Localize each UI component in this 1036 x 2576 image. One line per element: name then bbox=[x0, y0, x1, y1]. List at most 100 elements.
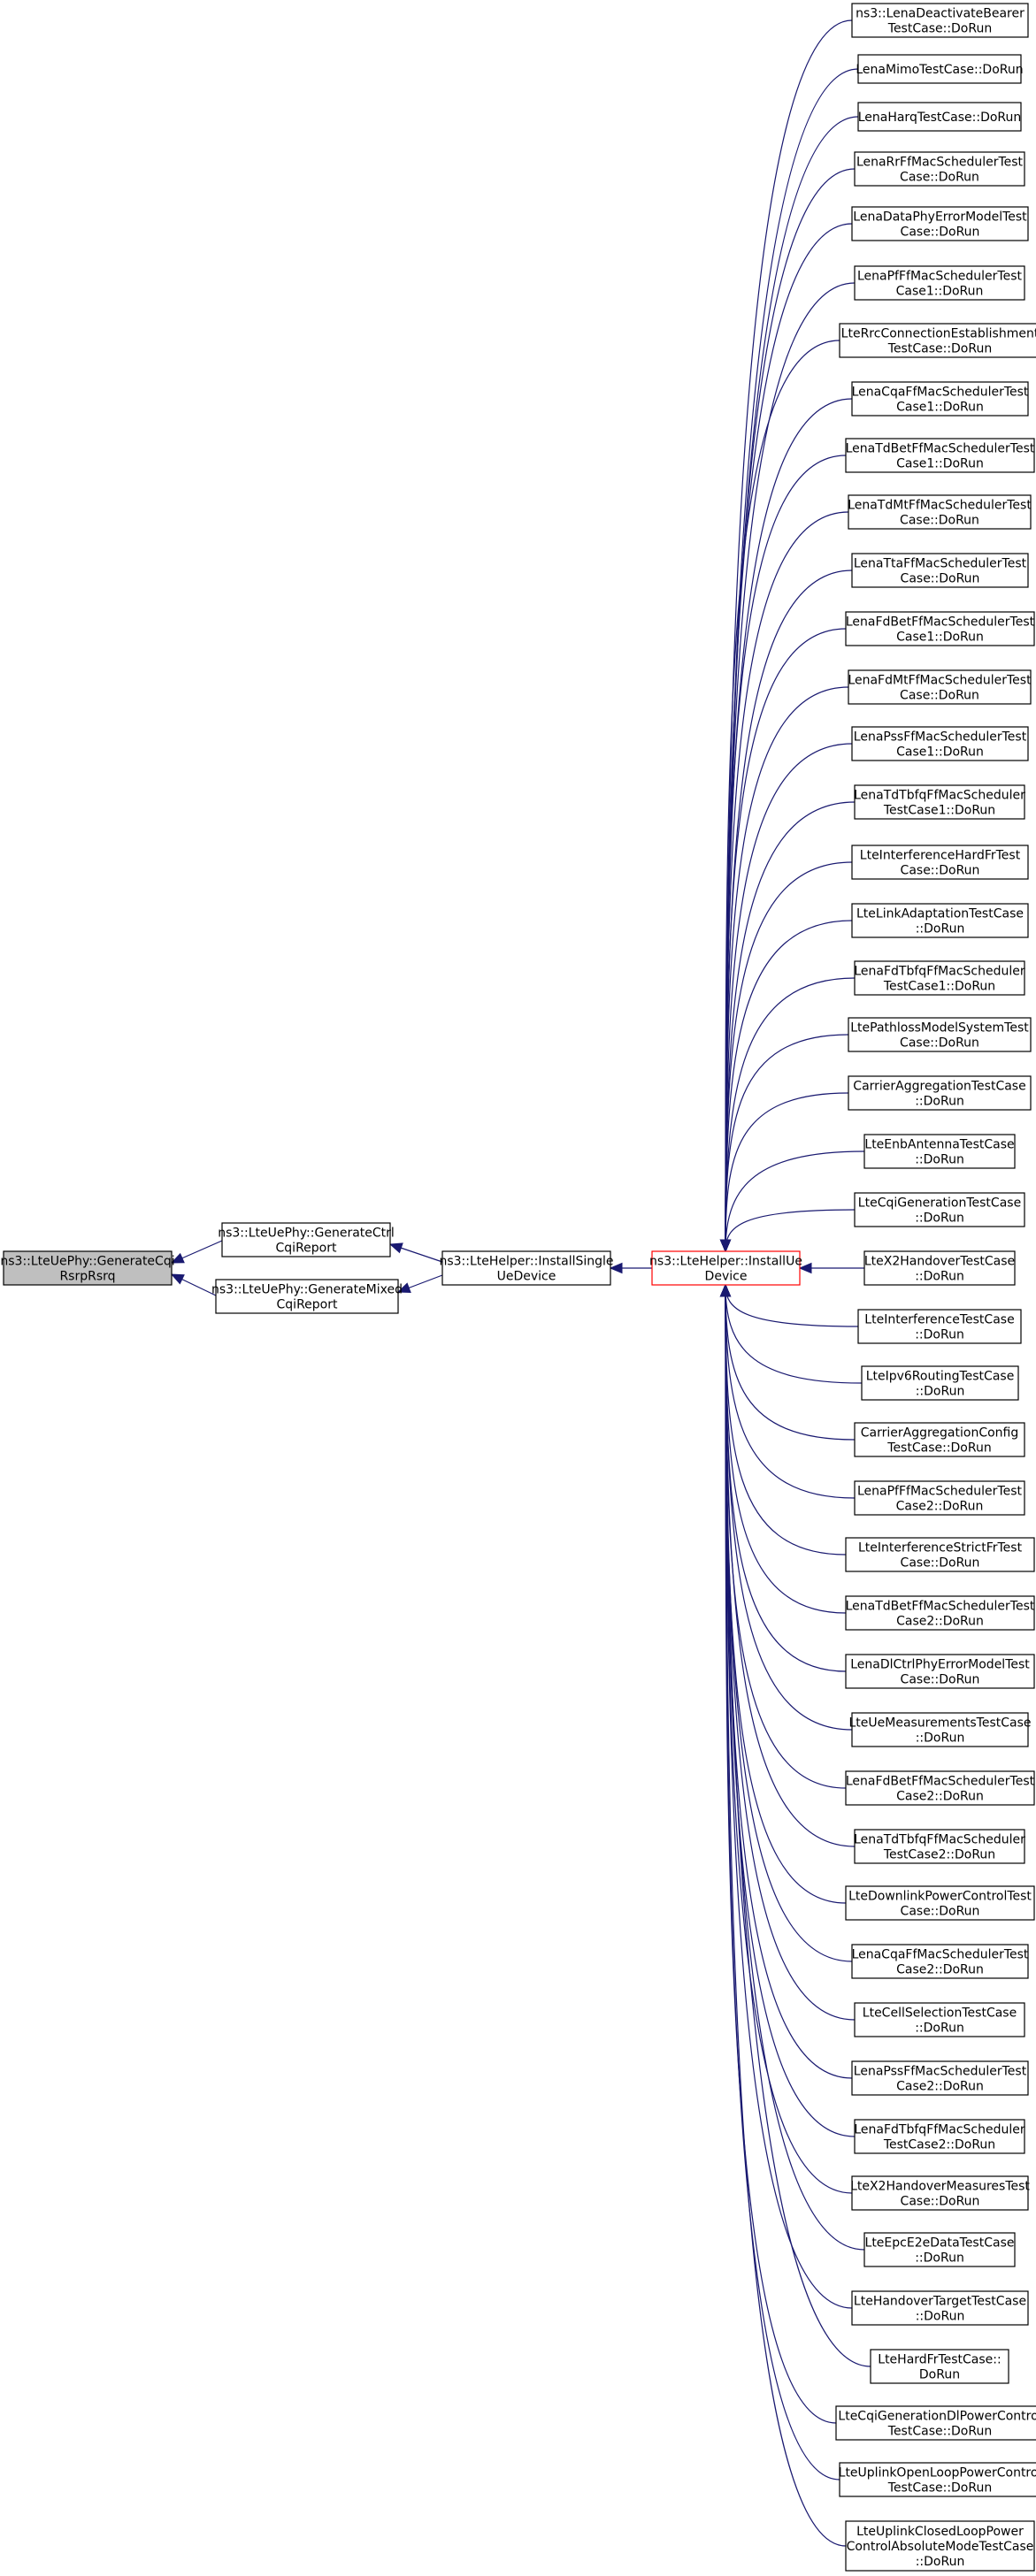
caller-node-36-box[interactable] bbox=[854, 2002, 1025, 2037]
caller-node-32-box[interactable] bbox=[845, 1770, 1035, 1806]
caller-node-40[interactable]: LteEpcE2eDataTestCase::DoRun bbox=[863, 2232, 1016, 2267]
caller-node-36[interactable]: LteCellSelectionTestCase::DoRun bbox=[854, 2002, 1025, 2037]
caller-node-19-box[interactable] bbox=[848, 1017, 1032, 1052]
caller-node-22-box[interactable] bbox=[854, 1192, 1025, 1227]
caller-node-16-box[interactable] bbox=[851, 845, 1029, 880]
caller-node-24-box[interactable] bbox=[857, 1309, 1022, 1344]
caller-node-42[interactable]: LteHardFrTestCase::DoRun bbox=[870, 2349, 1009, 2384]
caller-node-43-box[interactable] bbox=[835, 2405, 1036, 2441]
node-install-single-ue-device-box[interactable] bbox=[441, 1250, 611, 1286]
caller-node-3-box[interactable] bbox=[857, 102, 1022, 132]
caller-node-15-box[interactable] bbox=[854, 784, 1025, 820]
caller-node-33-box[interactable] bbox=[854, 1829, 1025, 1864]
caller-node-12-box[interactable] bbox=[845, 611, 1035, 646]
caller-node-44-box[interactable] bbox=[839, 2462, 1036, 2497]
caller-node-21-box[interactable] bbox=[863, 1134, 1016, 1169]
caller-node-11-box[interactable] bbox=[851, 553, 1029, 588]
caller-node-29-box[interactable] bbox=[845, 1595, 1035, 1631]
caller-node-43[interactable]: LteCqiGenerationDlPowerControlTestCase::… bbox=[835, 2405, 1036, 2441]
caller-node-35-box[interactable] bbox=[851, 1944, 1029, 1979]
caller-node-8-box[interactable] bbox=[851, 381, 1029, 417]
caller-node-7[interactable]: LteRrcConnectionEstablishmentTestCase::D… bbox=[839, 323, 1036, 358]
caller-node-37-box[interactable] bbox=[851, 2060, 1029, 2096]
caller-node-17[interactable]: LteLinkAdaptationTestCase::DoRun bbox=[851, 903, 1029, 938]
caller-node-3[interactable]: LenaHarqTestCase::DoRun bbox=[857, 102, 1022, 132]
caller-node-1-box[interactable] bbox=[851, 3, 1029, 38]
caller-node-7-box[interactable] bbox=[839, 323, 1036, 358]
caller-node-22[interactable]: LteCqiGenerationTestCase::DoRun bbox=[854, 1192, 1025, 1227]
caller-node-31-box[interactable] bbox=[851, 1712, 1029, 1747]
caller-node-24[interactable]: LteInterferenceTestCase::DoRun bbox=[857, 1309, 1022, 1344]
caller-node-17-box[interactable] bbox=[851, 903, 1029, 938]
caller-node-41-box[interactable] bbox=[851, 2290, 1029, 2326]
caller-node-45[interactable]: LteUplinkClosedLoopPowerControlAbsoluteM… bbox=[845, 2520, 1035, 2572]
node-generate-mixed-cqi-report-box[interactable] bbox=[215, 1279, 399, 1314]
caller-node-18-box[interactable] bbox=[854, 960, 1025, 996]
caller-node-14-box[interactable] bbox=[851, 726, 1029, 761]
caller-node-34-box[interactable] bbox=[845, 1885, 1035, 1921]
caller-node-6-box[interactable] bbox=[854, 265, 1025, 301]
node-install-ue-device-box[interactable] bbox=[651, 1250, 801, 1286]
caller-node-26-box[interactable] bbox=[854, 1422, 1025, 1457]
caller-node-9-box[interactable] bbox=[845, 438, 1035, 473]
caller-node-5-box[interactable] bbox=[851, 206, 1029, 241]
caller-node-31[interactable]: LteUeMeasurementsTestCase::DoRun bbox=[848, 1712, 1032, 1747]
caller-node-20[interactable]: CarrierAggregationTestCase::DoRun bbox=[848, 1075, 1032, 1111]
caller-node-4-box[interactable] bbox=[854, 151, 1025, 187]
caller-node-41[interactable]: LteHandoverTargetTestCase::DoRun bbox=[851, 2290, 1029, 2326]
caller-node-40-box[interactable] bbox=[863, 2232, 1016, 2267]
caller-node-21[interactable]: LteEnbAntennaTestCase::DoRun bbox=[863, 1134, 1016, 1169]
caller-node-23[interactable]: LteX2HandoverTestCase::DoRun bbox=[863, 1250, 1016, 1286]
caller-node-28-box[interactable] bbox=[845, 1537, 1035, 1572]
caller-node-20-box[interactable] bbox=[848, 1075, 1032, 1111]
caller-node-23-box[interactable] bbox=[863, 1250, 1016, 1286]
caller-node-30-box[interactable] bbox=[845, 1654, 1035, 1689]
node-generate-cqi-rsrp-rsrq-box[interactable] bbox=[3, 1250, 173, 1286]
caller-node-45-box[interactable] bbox=[845, 2520, 1035, 2572]
caller-node-42-box[interactable] bbox=[870, 2349, 1009, 2384]
caller-node-13-box[interactable] bbox=[848, 669, 1032, 705]
caller-node-38-box[interactable] bbox=[854, 2119, 1025, 2154]
caller-node-10-box[interactable] bbox=[848, 494, 1032, 530]
caller-node-2-box[interactable] bbox=[857, 54, 1022, 84]
caller-node-39-box[interactable] bbox=[851, 2175, 1029, 2211]
node-generate-ctrl-cqi-report-box[interactable] bbox=[221, 1222, 391, 1257]
caller-node-44[interactable]: LteUplinkOpenLoopPowerControlTestCase::D… bbox=[839, 2462, 1036, 2497]
caller-node-27-box[interactable] bbox=[854, 1480, 1025, 1516]
caller-node-2[interactable]: LenaMimoTestCase::DoRun bbox=[856, 54, 1024, 84]
caller-node-25-box[interactable] bbox=[861, 1365, 1019, 1401]
caller-node-25[interactable]: LteIpv6RoutingTestCase::DoRun bbox=[861, 1365, 1019, 1401]
